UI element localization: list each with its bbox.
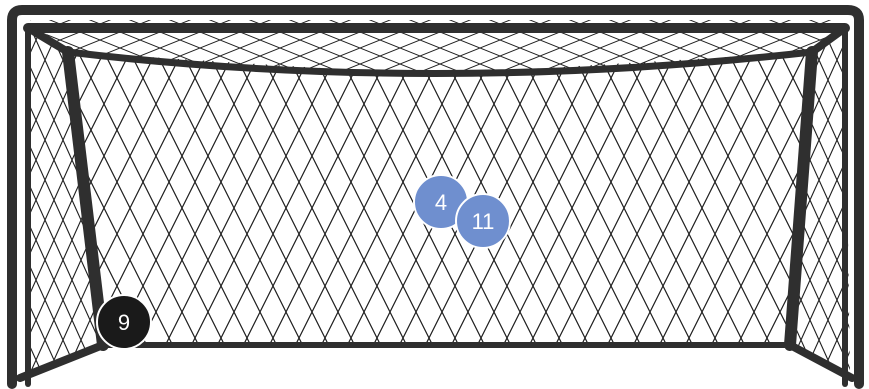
- shot-marker[interactable]: 11: [456, 194, 510, 248]
- shot-marker[interactable]: 9: [97, 295, 151, 349]
- shot-marker-label: 4: [435, 190, 447, 215]
- shot-marker-label: 11: [472, 209, 495, 234]
- shot-marker-label: 9: [118, 310, 130, 335]
